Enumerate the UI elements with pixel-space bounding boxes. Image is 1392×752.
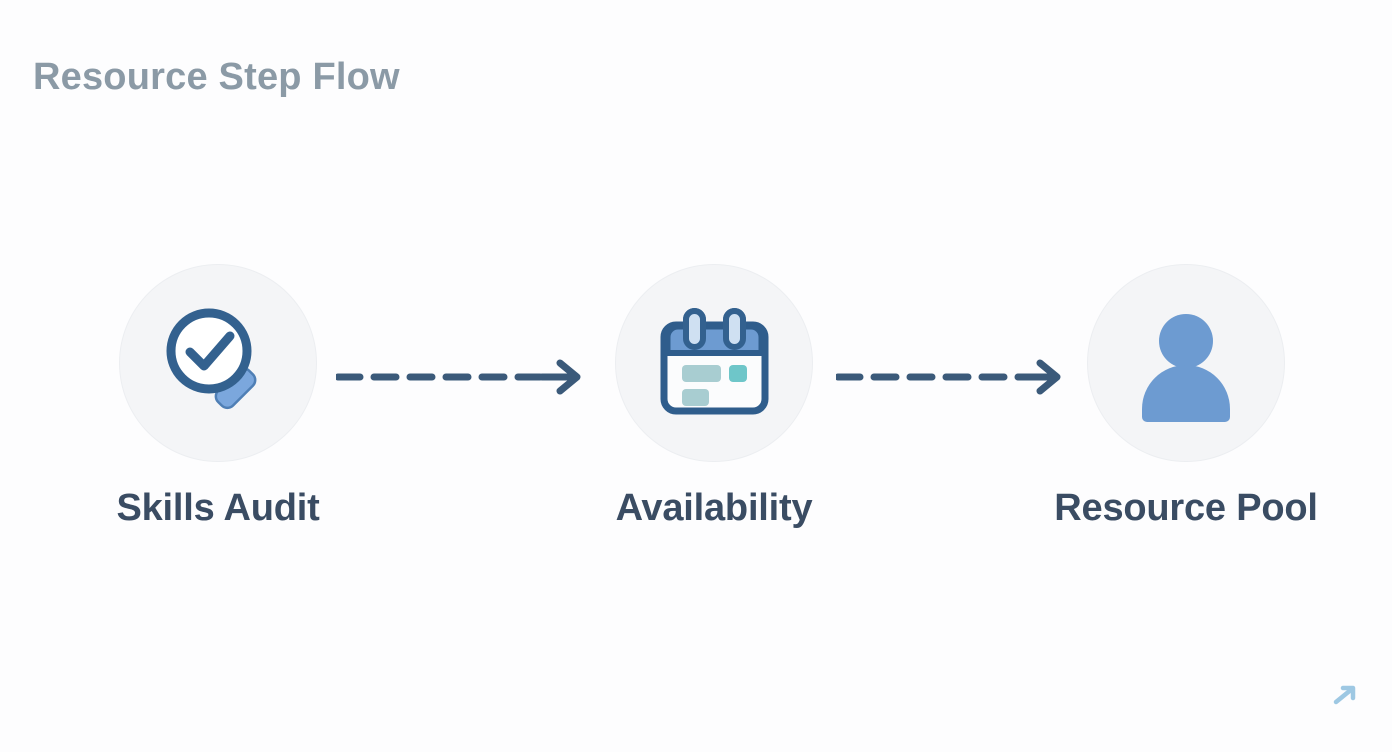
calendar-event-block bbox=[729, 365, 747, 382]
arrow-up-right-icon[interactable] bbox=[1328, 680, 1362, 714]
flow-step-skills-audit[interactable]: Skills Audit bbox=[88, 265, 348, 530]
flow-step-label-skills-audit: Skills Audit bbox=[116, 487, 320, 529]
calendar-event-block bbox=[682, 365, 721, 382]
icon-circle-resource-pool bbox=[1088, 265, 1284, 461]
calendar-event-block bbox=[682, 389, 709, 406]
arrow-head-icon bbox=[1036, 359, 1061, 395]
magnifier-check-icon bbox=[166, 308, 257, 410]
icon-circle-availability bbox=[616, 265, 812, 461]
flow-step-resource-pool[interactable]: Resource Pool bbox=[1054, 265, 1318, 530]
calendar-header bbox=[664, 323, 765, 356]
page-title: Resource Step Flow bbox=[33, 56, 400, 98]
person-body bbox=[1142, 365, 1230, 422]
flow-diagram: Skills Audit bbox=[0, 265, 1392, 565]
calendar-icon bbox=[660, 308, 769, 415]
flow-step-label-resource-pool: Resource Pool bbox=[1054, 487, 1318, 529]
icon-circle-skills-audit bbox=[120, 265, 316, 461]
arrow-head-icon bbox=[556, 359, 581, 395]
person-head bbox=[1159, 314, 1213, 368]
person-icon bbox=[1142, 314, 1230, 422]
flow-connector-1 bbox=[336, 357, 584, 397]
flow-step-label-availability: Availability bbox=[615, 487, 813, 529]
flow-connector-2 bbox=[836, 357, 1064, 397]
flow-step-availability[interactable]: Availability bbox=[584, 265, 844, 530]
